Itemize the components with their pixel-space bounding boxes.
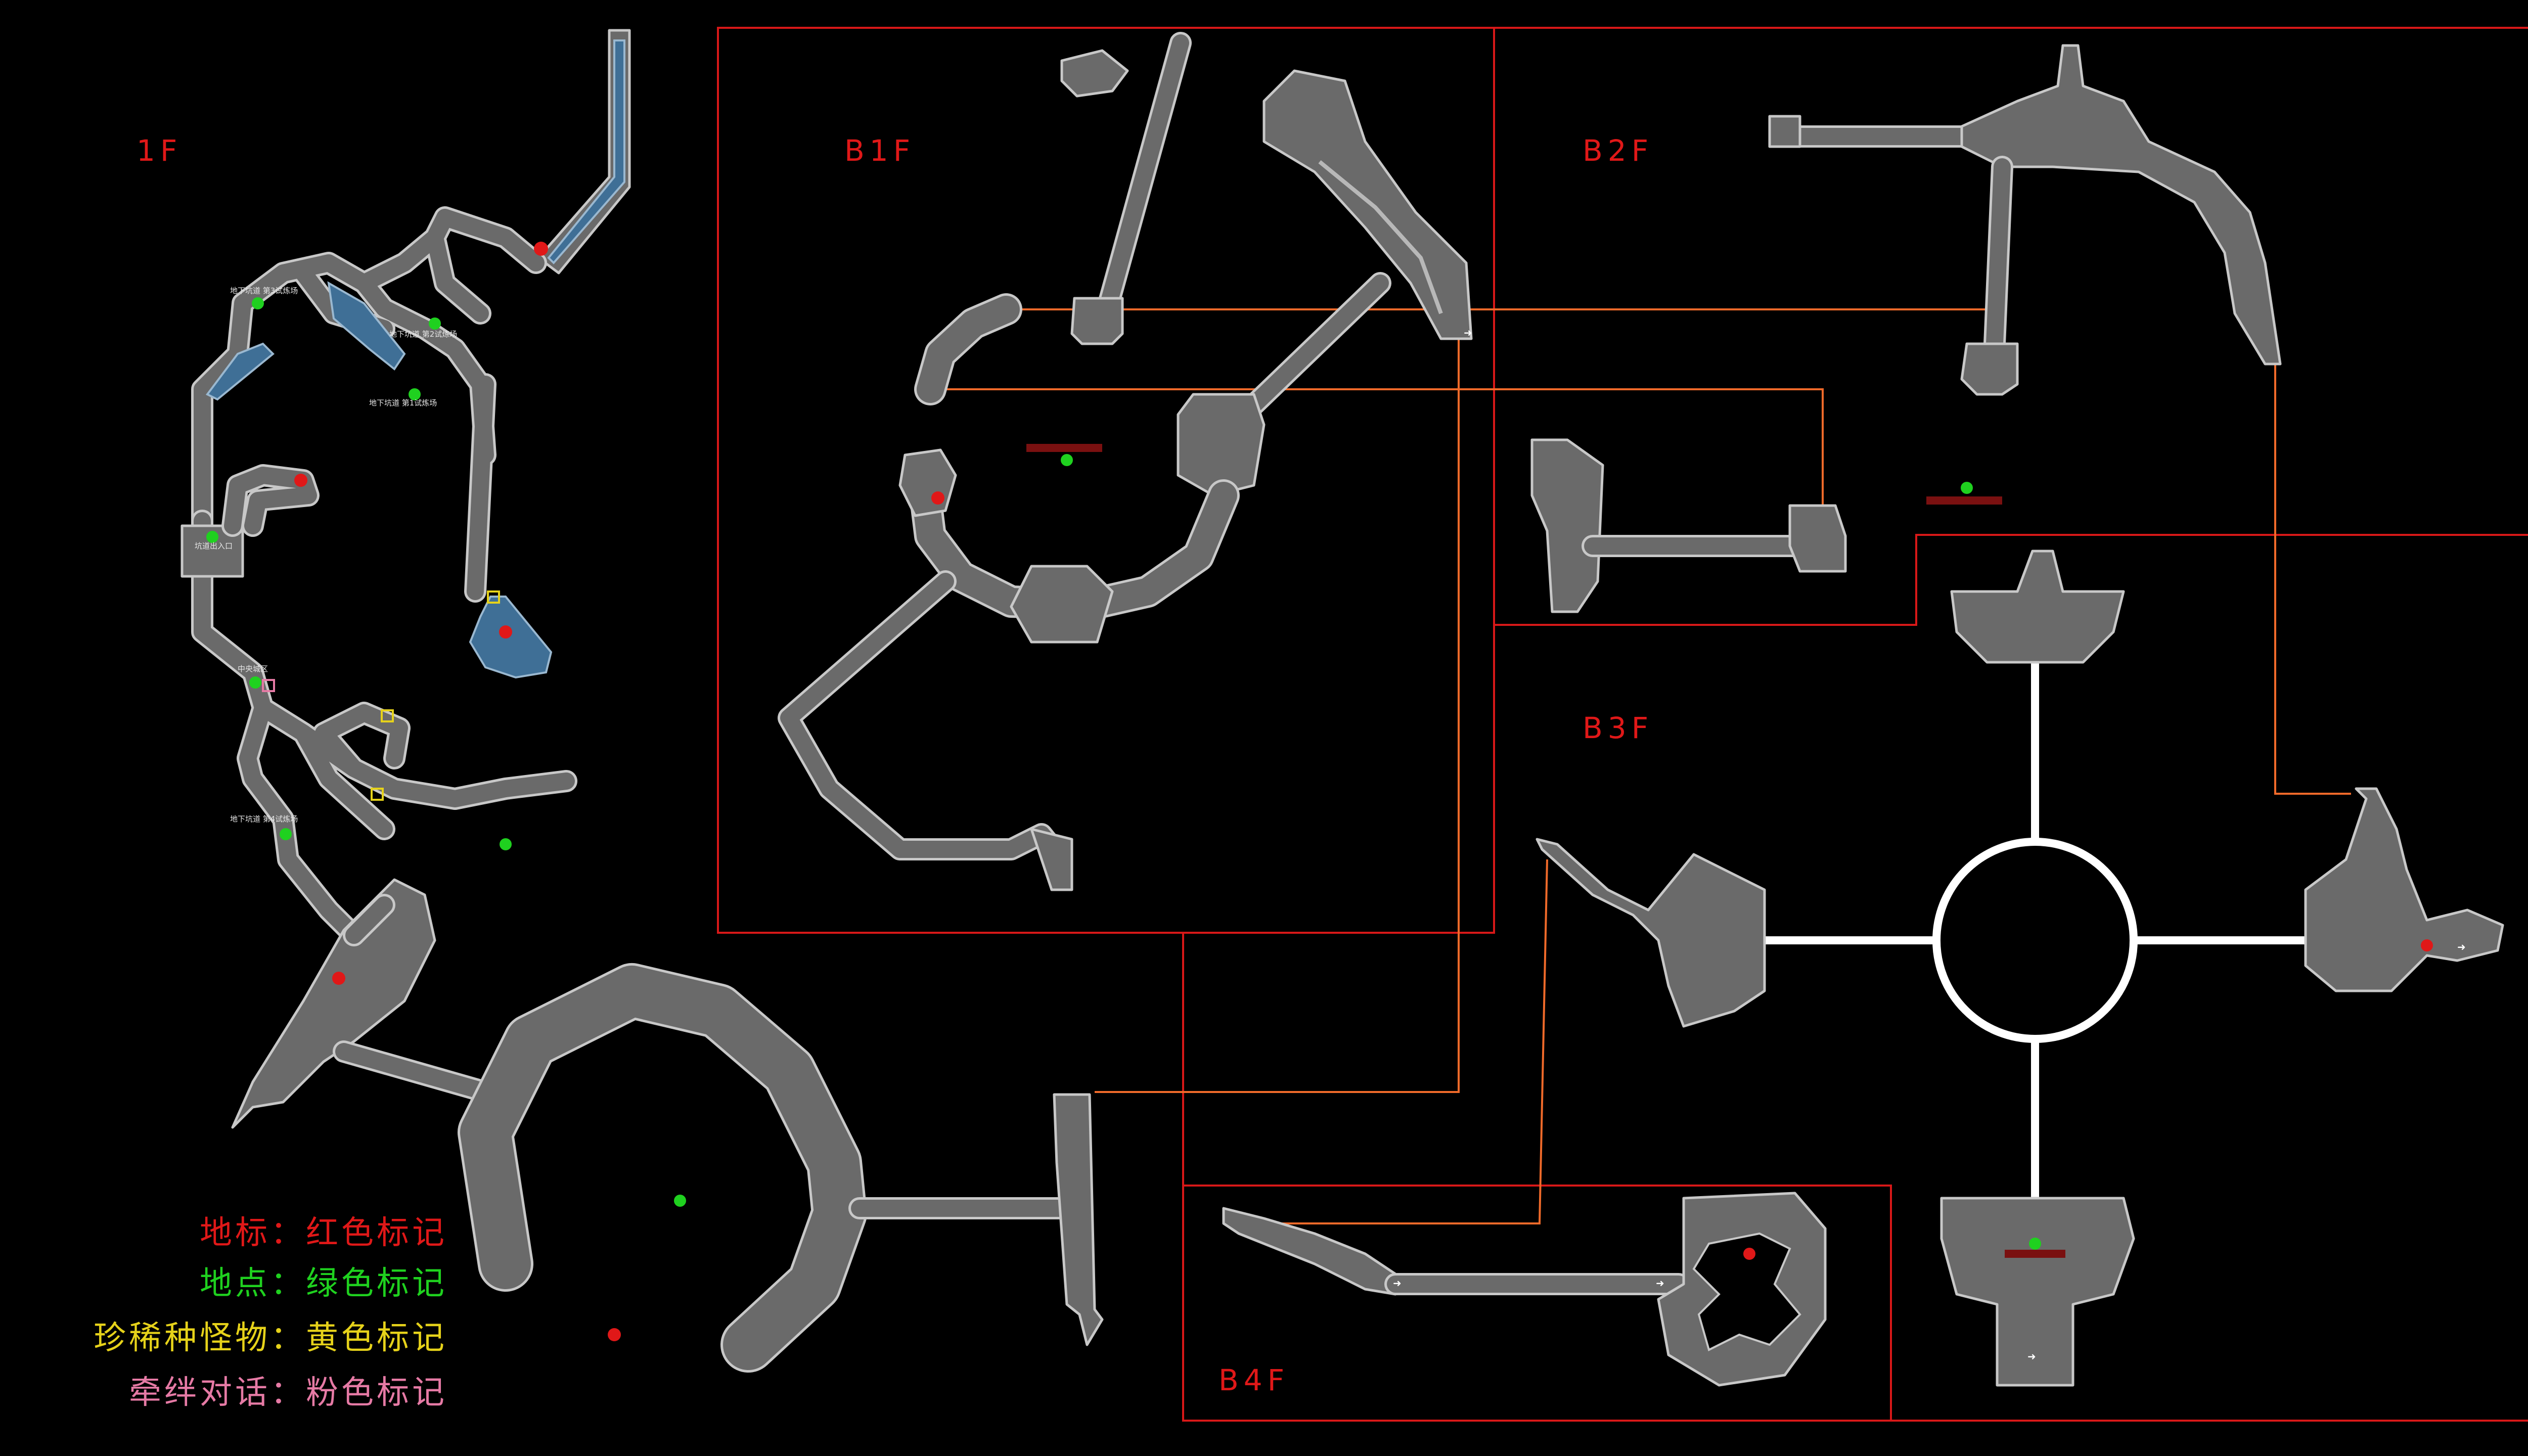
location-marker-icon[interactable]: [206, 531, 218, 543]
landmark-label-bar: [2005, 1250, 2065, 1258]
exit-arrow-icon[interactable]: ➜: [1656, 1277, 1664, 1289]
floor-label-b3f: B3F: [1583, 711, 1653, 745]
b3f-north-room: [1950, 550, 2125, 664]
exit-arrow-icon[interactable]: ➜: [2027, 1350, 2036, 1362]
exit-arrow-icon[interactable]: ➜: [1393, 1277, 1402, 1289]
b1f-diag-corr-in: [1235, 275, 1389, 423]
landmark-marker-icon[interactable]: [1743, 1248, 1755, 1260]
legend-bond-dialogue: 牵绊对话：粉色标记: [129, 1374, 447, 1412]
floor-frames: [717, 27, 2528, 1422]
place-label: 地下坑道 第2试炼场: [389, 330, 457, 339]
landmark-marker-icon[interactable]: [534, 242, 548, 256]
1f-left-route-in: [194, 512, 575, 944]
landmark-label-bar: [1026, 444, 1102, 452]
b1f-top-room: [1060, 49, 1129, 98]
1f-lake: [469, 596, 553, 679]
location-marker-icon[interactable]: [249, 676, 261, 689]
b1f-long-corr-in: [1099, 34, 1189, 317]
place-label: 坑道出入口: [195, 541, 233, 551]
connector-b3-b4: [1274, 859, 1548, 1224]
floor-label-1f: 1F: [137, 133, 182, 168]
frame-b1f: [717, 27, 1495, 934]
legend-rare-monster: 珍稀种怪物：黄色标记: [94, 1320, 447, 1357]
location-marker-icon[interactable]: [429, 317, 441, 330]
landmark-label-bar: [1926, 496, 2002, 505]
b2f-left-room: [1530, 438, 1604, 613]
location-marker-icon[interactable]: [500, 838, 512, 850]
exit-arrow-icon[interactable]: ➜: [2457, 941, 2466, 953]
floor-b1f: ➜: [778, 32, 1473, 891]
rare-marker-icon[interactable]: [487, 590, 500, 604]
place-label: 中央城区: [238, 664, 268, 673]
floor-b2f: [1530, 44, 2282, 613]
bond-marker-icon[interactable]: [262, 679, 275, 692]
b2f-start-room: [1768, 115, 1801, 148]
1f-shaft-water: [547, 39, 625, 264]
location-marker-icon[interactable]: [280, 828, 292, 840]
rare-marker-icon[interactable]: [371, 788, 384, 801]
b1f-left-room: [1070, 297, 1124, 345]
floor-b4f: ➜ ➜: [1222, 1192, 1827, 1387]
1f-water-a: [327, 281, 406, 371]
b2f-right-room: [1788, 504, 1847, 573]
b1f-arc-in: [917, 296, 1020, 403]
landmark-marker-icon[interactable]: [931, 491, 944, 505]
1f-lower-cave: [231, 878, 436, 1129]
place-label: 地下坑道 第4试炼场: [230, 814, 298, 824]
b1f-stripe: [1318, 160, 1443, 314]
location-marker-icon[interactable]: [2029, 1238, 2041, 1250]
landmark-marker-icon[interactable]: [2421, 939, 2433, 951]
landmark-marker-icon[interactable]: [608, 1328, 621, 1341]
1f-ring-in: [460, 966, 865, 1370]
b3f-south-room: [1940, 1197, 2135, 1387]
floor-1f: 地下坑道 第3试炼场 地下坑道 第2试炼场 地下坑道 第1试炼场 地下坑道 第4…: [180, 29, 1104, 1373]
location-marker-icon[interactable]: [674, 1195, 686, 1207]
place-label: 地下坑道 第3试炼场: [230, 286, 298, 295]
b2f-lower-room: [1960, 342, 2019, 396]
location-marker-icon[interactable]: [1961, 482, 1973, 494]
connector-b1-b2-upper: [1006, 308, 1996, 360]
legend-location: 地点：绿色标记: [200, 1265, 447, 1302]
b3f-west-room: [1536, 838, 1766, 1028]
b1f-diagonal-hall: [1262, 69, 1473, 340]
floor-b3f: ➜ ➜: [1536, 550, 2504, 1387]
landmark-marker-icon[interactable]: [332, 972, 345, 985]
b2f-big-hall: [1960, 44, 2282, 366]
connector-b1-b2-lower: [938, 388, 1824, 511]
b3f-east-room: [2304, 787, 2504, 992]
b1f-hex-room: [1010, 565, 1114, 644]
frame-b4f: [1182, 1185, 1892, 1422]
floor-label-b4f: B4F: [1218, 1363, 1289, 1397]
legend: 地标：红色标记 地点：绿色标记 珍稀种怪物：黄色标记 牵绊对话：粉色标记: [94, 1214, 447, 1412]
b4f-wedge: [1222, 1207, 1397, 1296]
1f-south-corridor-in: [335, 896, 494, 1101]
1f-water-b: [205, 342, 275, 401]
location-marker-icon[interactable]: [409, 388, 421, 400]
landmark-marker-icon[interactable]: [499, 625, 512, 639]
1f-vertical-room: [1053, 1093, 1104, 1346]
b1f-end-room: [1030, 828, 1073, 891]
connector-b2-b3: [2274, 359, 2351, 795]
exit-arrow-icon[interactable]: ➜: [1464, 327, 1472, 339]
floor-label-b2f: B2F: [1583, 133, 1653, 168]
location-marker-icon[interactable]: [1061, 454, 1073, 466]
b4f-inner-void: [1692, 1232, 1801, 1351]
place-label: 地下坑道 第1试炼场: [369, 398, 437, 407]
b3f-central-ring: [1932, 838, 2138, 1043]
frame-b2f: [1494, 27, 2528, 626]
floor-connectors: [938, 308, 2351, 1224]
landmark-marker-icon[interactable]: [294, 474, 307, 487]
b1f-small-room: [898, 448, 957, 517]
legend-landmark: 地标：红色标记: [200, 1214, 447, 1252]
b2f-down-corr-in: [1986, 158, 2011, 352]
1f-upper-network-in: [194, 209, 545, 600]
rare-marker-icon[interactable]: [381, 709, 394, 722]
1f-shaft: [537, 29, 631, 275]
location-marker-icon[interactable]: [252, 297, 264, 309]
connector-b1-1f: [1095, 339, 1460, 1093]
floor-label-b1f: B1F: [844, 133, 915, 168]
